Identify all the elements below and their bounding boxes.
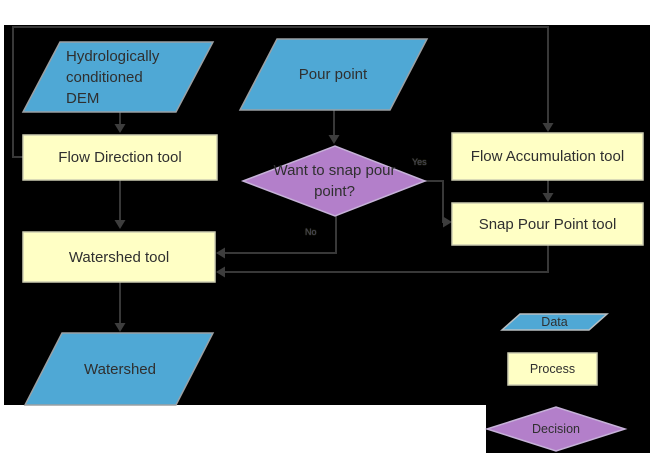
arrowhead-into-decision (328, 135, 340, 144)
arrowhead-into-snap-top (542, 193, 554, 202)
legend-data-label: Data (541, 314, 568, 329)
arrowhead-into-watershed (114, 323, 126, 332)
flow-direction-node-label: Flow Direction tool (58, 149, 182, 166)
edge-snap-to-watershedtool (225, 245, 549, 273)
flow-direction-rect-shape (22, 134, 218, 181)
dem-node-label: Hydrologically conditioned DEM (66, 47, 160, 107)
arrowhead-into-watershed-tool-right-upper (216, 247, 225, 259)
watershed-tool-node-label: Watershed tool (68, 248, 170, 266)
decision-diamond-shape (240, 145, 428, 217)
flow-accumulation-rect-shape (451, 132, 644, 181)
arrowhead-into-watershed-tool-right-lower (216, 266, 225, 278)
pour-point-node-label: Pour point (298, 66, 368, 83)
snap-pour-point-node-label: Snap Pour Point tool (478, 215, 617, 233)
watershed-parallelogram-shape (23, 332, 215, 406)
arrowhead-into-snap-left (443, 216, 452, 228)
watershed-node-label: Watershed (84, 360, 156, 378)
legend-data-parallelogram-shape (500, 313, 609, 331)
arrowhead-into-flow-accumulation (542, 123, 554, 132)
legend-decision-label: Decision (532, 422, 580, 436)
snap-decision-node-label: Want to snap pour point? (273, 162, 396, 200)
legend-process-rect-shape (507, 352, 598, 386)
arrowhead-into-flow-direction (114, 124, 126, 133)
pour-point-parallelogram-shape (238, 38, 429, 111)
arrowhead-into-watershed-tool-top (114, 220, 126, 229)
snap-pour-point-rect-shape (451, 202, 644, 246)
dem-parallelogram-shape (21, 41, 215, 113)
legend-process-label: Process (529, 362, 576, 376)
yes-edge-label: Yes (412, 157, 427, 167)
flow-accumulation-node-label: Flow Accumulation tool (470, 148, 625, 165)
edge-decision-no-to-watershedtool (225, 216, 337, 254)
no-edge-label: No (305, 227, 317, 237)
legend-decision-diamond-shape (484, 406, 628, 452)
edge-flowdirection-to-flowaccumulation (12, 26, 549, 158)
edge-decision-yes-to-snap (425, 180, 444, 223)
watershed-tool-rect-shape (22, 231, 216, 283)
